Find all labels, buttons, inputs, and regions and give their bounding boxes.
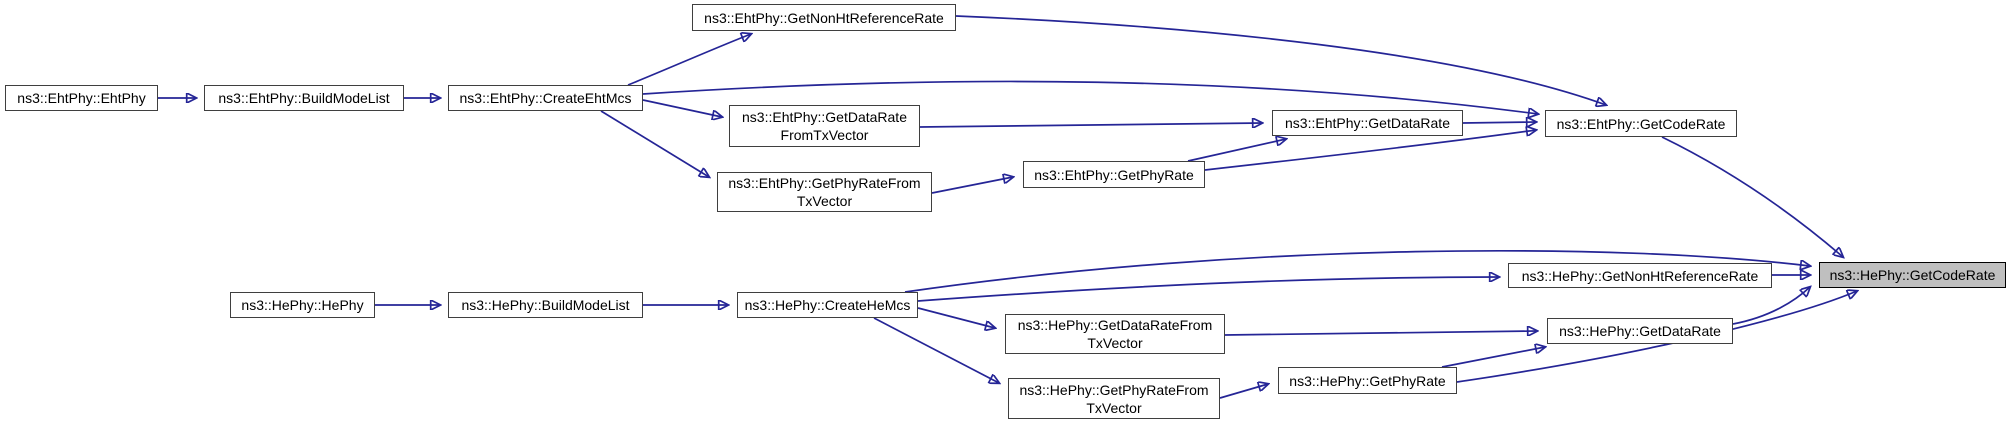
node-ns3-ehtphy-getdatarate[interactable]: ns3::EhtPhy::GetDataRate — [1272, 110, 1463, 136]
edge-getnonhtrefrate-to-ehtgetcoderate — [955, 15, 1606, 105]
edge-ehtgetphyrate-to-ehtgetdatarate — [1187, 139, 1286, 162]
node-ns3-ehtphy-getnonhtreferencerate[interactable]: ns3::EhtPhy::GetNonHtReferenceRate — [692, 4, 956, 31]
edge-createehtmcs-to-getnonhtrefrate — [627, 34, 751, 86]
node-ns3-ehtphy-getdataratefromtxvector[interactable]: ns3::EhtPhy::GetDataRate FromTxVector — [729, 105, 920, 147]
node-ns3-hephy-buildmodelist[interactable]: ns3::HePhy::BuildModeList — [448, 292, 643, 318]
edge-createehtmcs-to-ehtgetcoderate — [642, 80, 1538, 114]
edge-ehtgetdatarate-to-ehtgetcoderate — [1462, 122, 1536, 123]
node-ns3-ehtphy-getphyrate[interactable]: ns3::EhtPhy::GetPhyRate — [1023, 161, 1205, 188]
edge-hegetphyratefromtx-to-hegetphyrate — [1219, 384, 1268, 399]
edge-getdataratefromtx-to-getdatarate — [919, 123, 1262, 127]
edge-ehtgetcoderate-to-hegetcoderate — [1661, 136, 1843, 257]
node-ns3-hephy-createhemcs[interactable]: ns3::HePhy::CreateHeMcs — [737, 292, 918, 318]
edge-ehtgetphyrate-to-ehtgetcoderate — [1204, 130, 1536, 171]
edge-createhemcs-to-hegetcoderate — [904, 249, 1810, 293]
node-ns3-hephy-getdataratefromtxvector[interactable]: ns3::HePhy::GetDataRateFrom TxVector — [1005, 314, 1225, 354]
node-ns3-ehtphy-createehtmcs[interactable]: ns3::EhtPhy::CreateEhtMcs — [448, 85, 643, 111]
node-ns3-hephy-getcoderate-highlighted[interactable]: ns3::HePhy::GetCodeRate — [1819, 262, 2006, 288]
node-ns3-hephy-getdatarate[interactable]: ns3::HePhy::GetDataRate — [1547, 318, 1733, 344]
edge-hegetdatarate-to-hegetcoderate — [1732, 287, 1810, 325]
node-ns3-hephy-getphyrate[interactable]: ns3::HePhy::GetPhyRate — [1278, 367, 1457, 394]
node-ns3-ehtphy-getphyratefromtxvector[interactable]: ns3::EhtPhy::GetPhyRateFrom TxVector — [717, 172, 932, 212]
edge-createehtmcs-to-getphyratefromtx — [600, 110, 709, 177]
node-ns3-ehtphy-getcoderate[interactable]: ns3::EhtPhy::GetCodeRate — [1545, 110, 1737, 137]
edge-getphyratefromtx-to-getphyrate — [931, 177, 1013, 194]
edge-createhemcs-to-hegetnonhtrefrate — [917, 277, 1499, 302]
node-ns3-hephy-getnonhtreferencerate[interactable]: ns3::HePhy::GetNonHtReferenceRate — [1508, 263, 1772, 288]
edge-createhemcs-to-hegetdataratefromtx — [917, 307, 995, 328]
node-ns3-hephy-hephy[interactable]: ns3::HePhy::HePhy — [230, 292, 375, 318]
edge-createhemcs-to-hegetphyratefromtx — [873, 317, 999, 383]
edge-hegetphyrate-to-hegetdatarate — [1441, 347, 1545, 368]
edge-createehtmcs-to-getdataratefromtx — [642, 99, 722, 117]
edge-hegetdataratefromtx-to-hegetdatarate — [1224, 331, 1537, 335]
node-ns3-ehtphy-ehtphy[interactable]: ns3::EhtPhy::EhtPhy — [5, 85, 158, 111]
node-ns3-ehtphy-buildmodelist[interactable]: ns3::EhtPhy::BuildModeList — [204, 85, 404, 111]
node-ns3-hephy-getphyratefromtxvector[interactable]: ns3::HePhy::GetPhyRateFrom TxVector — [1008, 378, 1220, 419]
